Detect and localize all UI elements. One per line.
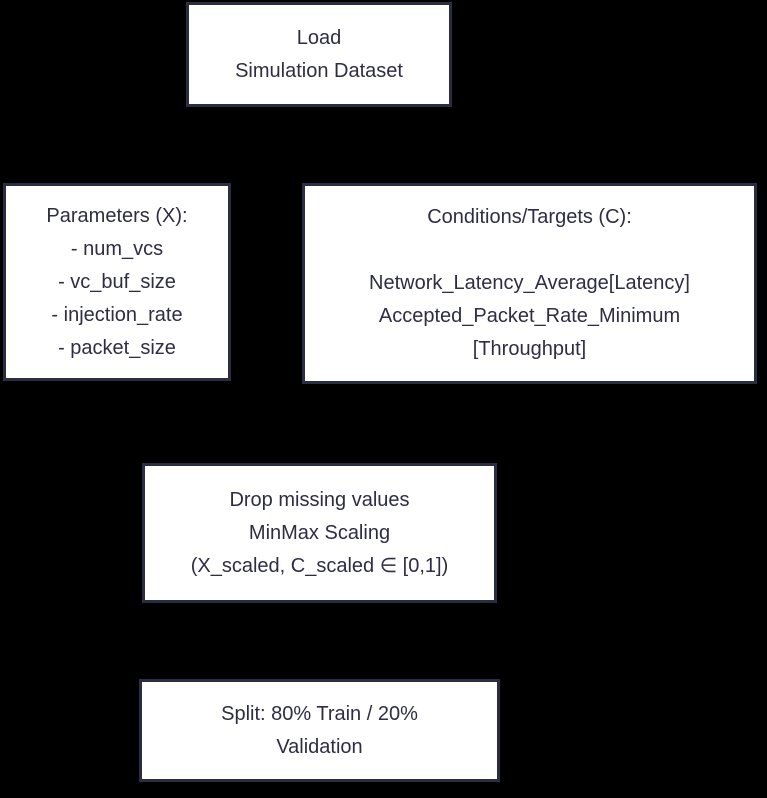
node-train-validation-split: Split: 80% Train / 20% Validation (139, 679, 500, 782)
node-preprocessing: Drop missing values MinMax Scaling (X_sc… (142, 463, 497, 603)
node-text-line: Drop missing values (229, 488, 410, 511)
node-text-line: - vc_buf_size (58, 270, 176, 293)
node-text-line: - packet_size (58, 336, 176, 359)
node-text-line: (X_scaled, C_scaled ∈ [0,1]) (190, 554, 449, 577)
node-title-line: Parameters (X): (46, 204, 188, 227)
node-text-line: - injection_rate (51, 303, 183, 326)
node-title-line: Conditions/Targets (C): (427, 206, 632, 228)
node-parameters-x: Parameters (X): - num_vcs - vc_buf_size … (3, 183, 231, 381)
node-text-line: Load (296, 26, 342, 49)
node-text-line: Validation (276, 735, 363, 758)
node-text-line: Split: 80% Train / 20% (221, 702, 418, 725)
node-text-line: Network_Latency_Average[Latency] (369, 272, 690, 294)
node-load-simulation-dataset: Load Simulation Dataset (186, 2, 452, 107)
node-text-line: Accepted_Packet_Rate_Minimum (378, 305, 681, 327)
node-conditions-targets-c: Conditions/Targets (C): Network_Latency_… (302, 183, 757, 384)
node-text-line: - num_vcs (70, 237, 164, 260)
node-text-line: Simulation Dataset (235, 59, 403, 82)
node-text-line: MinMax Scaling (248, 521, 391, 544)
node-blank-line (305, 234, 754, 267)
node-text-line: [Throughput] (472, 338, 587, 360)
